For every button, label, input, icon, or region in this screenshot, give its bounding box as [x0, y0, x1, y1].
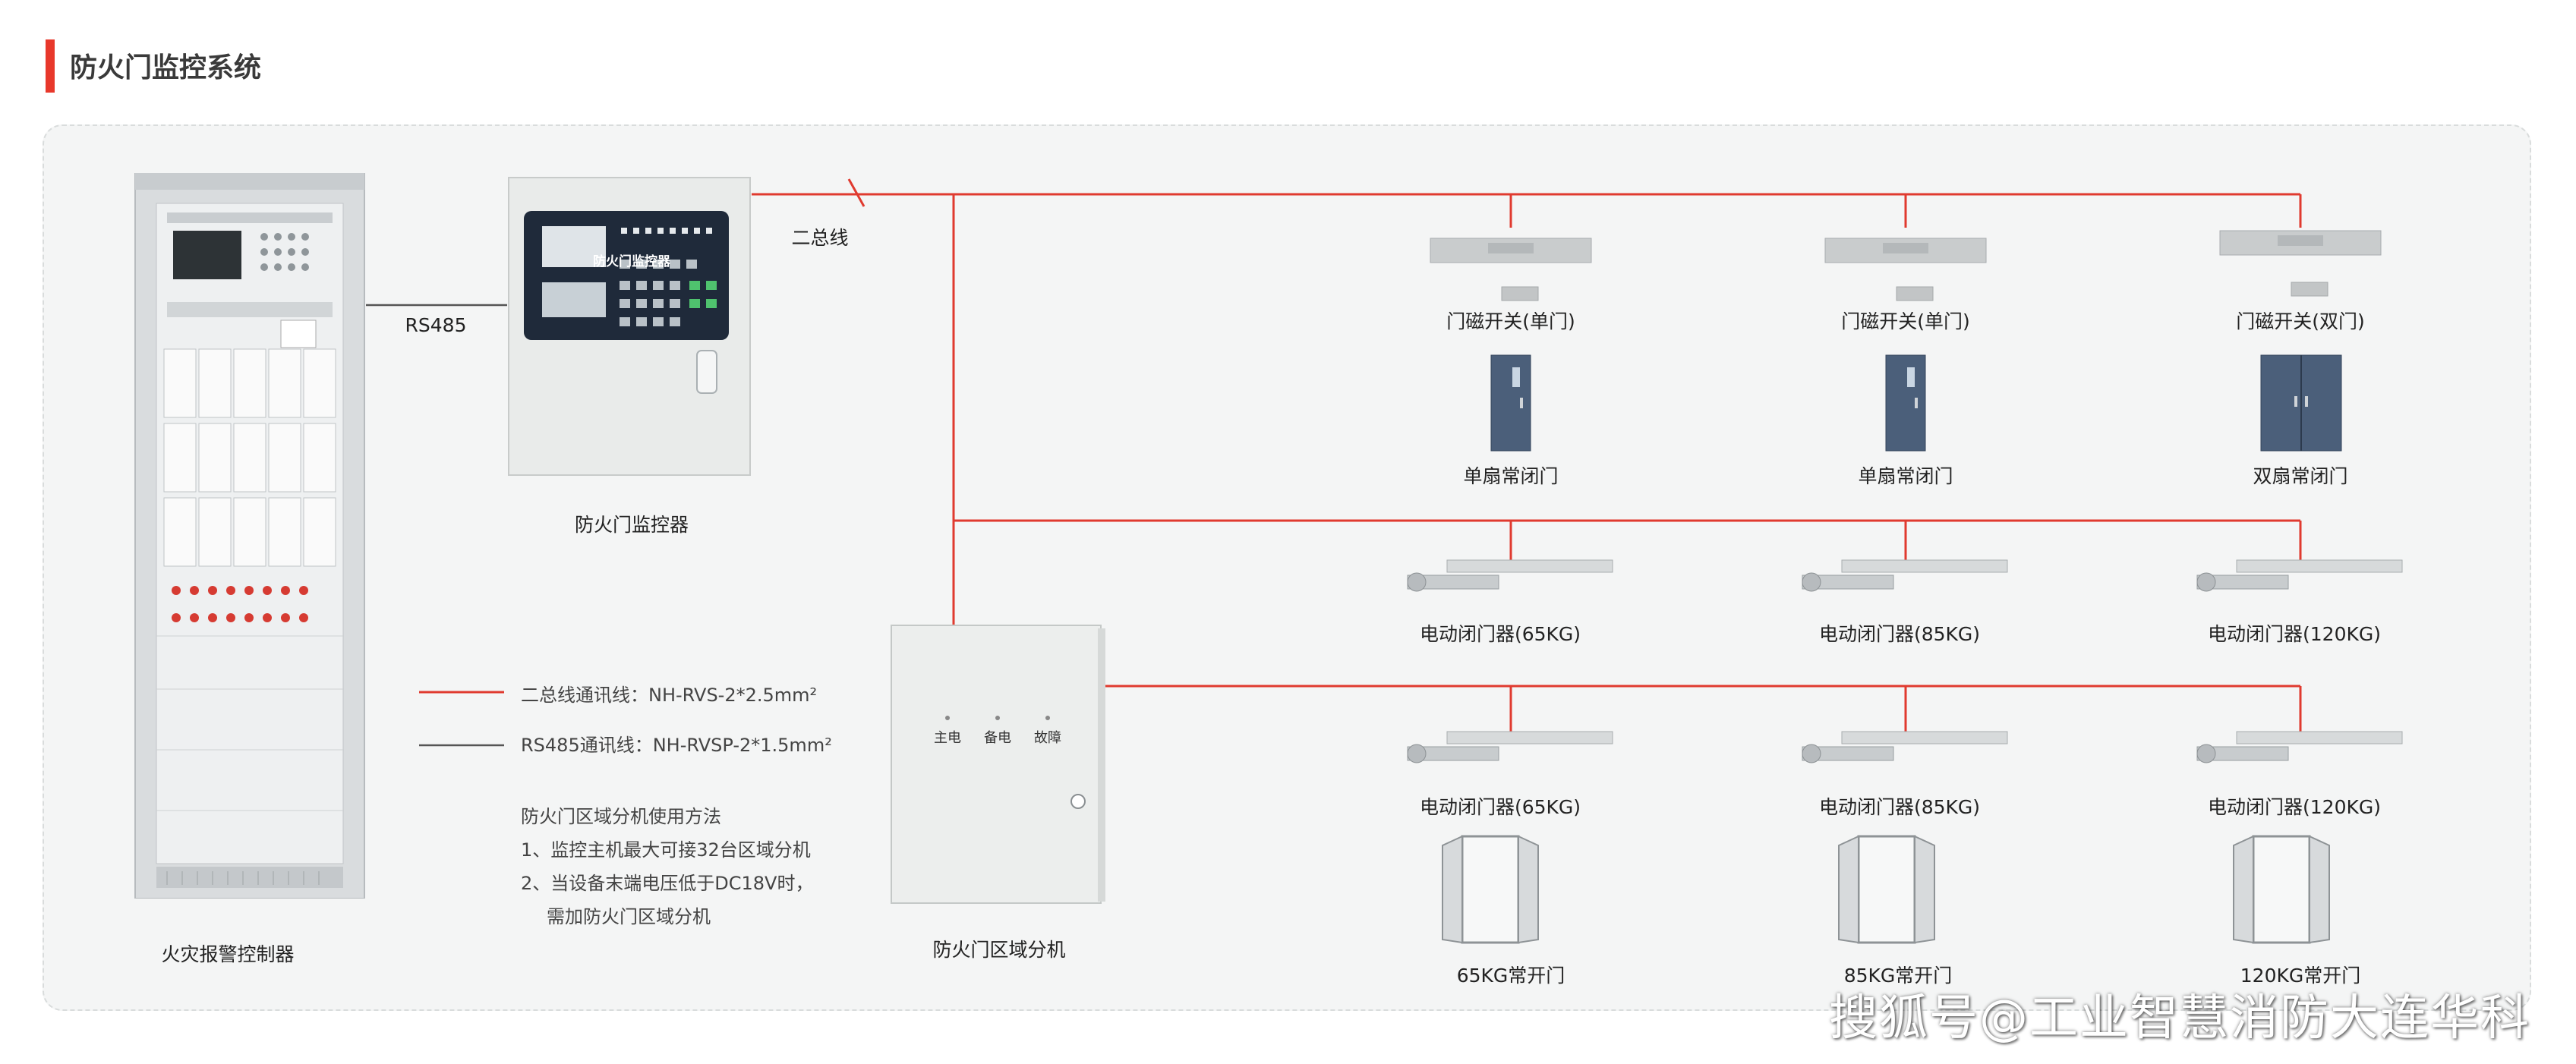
fire-controller-label: 火灾报警控制器 [161, 940, 294, 967]
closer-r2-3-label: 电动闭门器(120KG) [2208, 619, 2381, 647]
usage-line-3: 需加防火门区域分机 [547, 902, 711, 928]
zone-unit-label: 防火门区域分机 [932, 935, 1065, 962]
open-double-door-icon [2231, 832, 2332, 946]
rs485-label: RS485 [405, 314, 467, 336]
double-closed-door-icon [2259, 354, 2343, 452]
monitor-label: 防火门监控器 [575, 510, 689, 537]
open-door-1-label: 65KG常开门 [1457, 961, 1565, 988]
usage-line-2: 2、当设备末端电压低于DC18V时， [521, 868, 813, 895]
door-2-label: 单扇常闭门 [1858, 461, 1953, 489]
closer-r3-1-label: 电动闭门器(65KG) [1420, 792, 1581, 820]
sensor-3-label: 门磁开关(双门) [2236, 307, 2365, 334]
door-magnet-single-icon [1822, 228, 1989, 302]
sensor-2-label: 门磁开关(单门) [1841, 307, 1970, 334]
open-double-door-icon [1439, 832, 1541, 946]
bus-tick-mark [849, 179, 864, 206]
zone-unit-icon [888, 622, 1108, 909]
door-magnet-single-icon [1427, 228, 1594, 302]
fire-alarm-controller-icon [129, 173, 370, 899]
door-3-label: 双扇常闭门 [2253, 461, 2347, 489]
electric-door-closer-icon [1402, 730, 1614, 768]
legend-bus-text: 二总线通讯线：NH-RVS-2*2.5mm² [521, 680, 817, 707]
indicator-main-power: 主电 [934, 727, 961, 747]
open-double-door-icon [1836, 832, 1938, 946]
indicator-fault: 故障 [1034, 727, 1061, 747]
closer-r3-2-label: 电动闭门器(85KG) [1819, 792, 1980, 820]
door-magnet-double-icon [2217, 228, 2384, 302]
electric-door-closer-icon [2191, 559, 2404, 597]
watermark: 搜狐号@工业智慧消防大连华科 [1829, 979, 2530, 1049]
legend-rs485-text: RS485通讯线：NH-RVSP-2*1.5mm² [521, 730, 832, 757]
sensor-1-label: 门磁开关(单门) [1446, 307, 1575, 334]
fire-door-monitor-icon [507, 175, 753, 478]
usage-line-1: 1、监控主机最大可接32台区域分机 [521, 835, 811, 861]
closer-r2-2-label: 电动闭门器(85KG) [1819, 619, 1980, 647]
electric-door-closer-icon [1796, 730, 2009, 768]
closer-r3-3-label: 电动闭门器(120KG) [2208, 792, 2381, 820]
closer-r2-1-label: 电动闭门器(65KG) [1420, 619, 1581, 647]
usage-heading: 防火门区域分机使用方法 [521, 801, 721, 828]
single-closed-door-icon [1884, 354, 1927, 452]
monitor-panel-title: 防火门监控器 [593, 250, 670, 269]
door-1-label: 单扇常闭门 [1463, 461, 1558, 489]
electric-door-closer-icon [1796, 559, 2009, 597]
indicator-backup-power: 备电 [984, 727, 1011, 747]
electric-door-closer-icon [2191, 730, 2404, 768]
electric-door-closer-icon [1402, 559, 1614, 597]
bus-label: 二总线 [791, 223, 848, 250]
single-closed-door-icon [1490, 354, 1532, 452]
